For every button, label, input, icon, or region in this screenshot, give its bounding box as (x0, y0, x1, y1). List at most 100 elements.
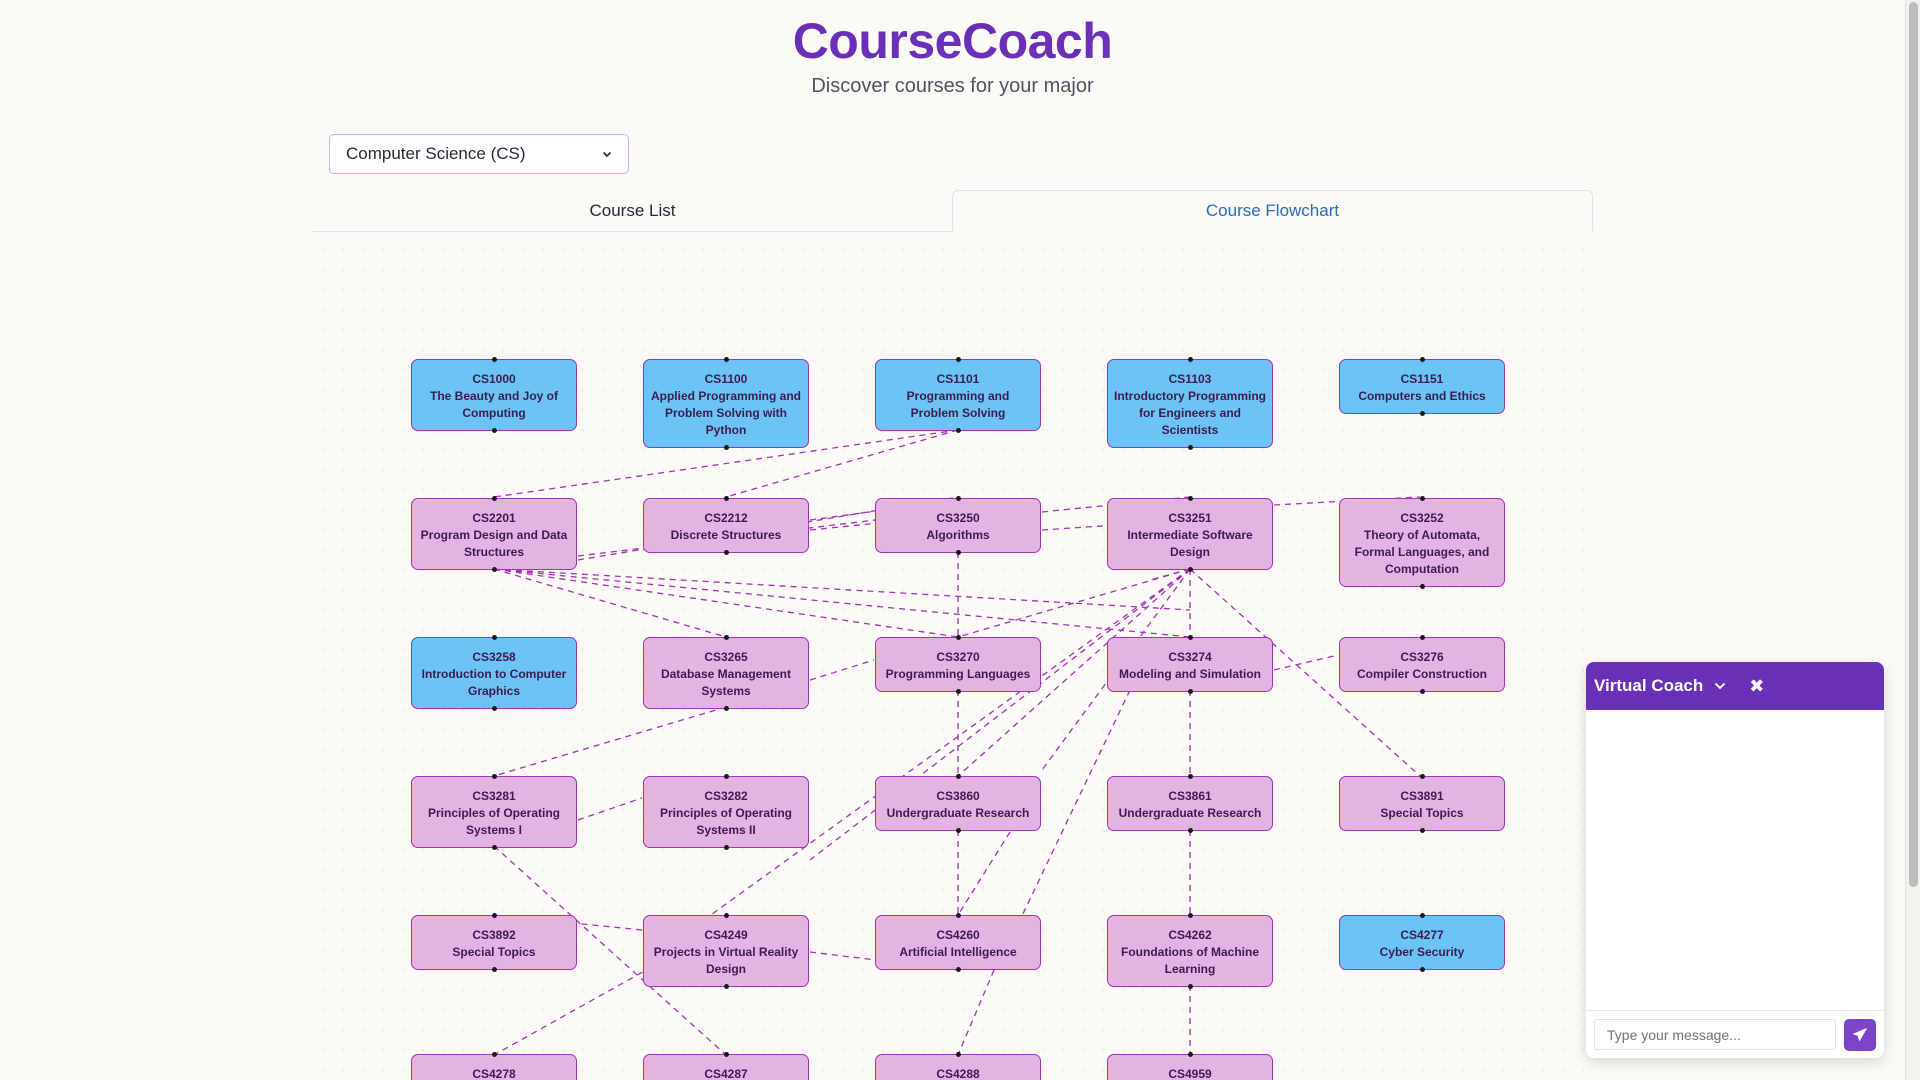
course-node-cs4287[interactable]: CS4287 (643, 1052, 809, 1080)
course-node-cs4262[interactable]: CS4262 Foundations of Machine Learning (1107, 913, 1273, 989)
course-title: Undergraduate Research (886, 806, 1030, 820)
node-handle[interactable] (491, 428, 497, 433)
node-handle[interactable] (723, 984, 729, 989)
course-node-cs3860[interactable]: CS3860 Undergraduate Research (875, 774, 1041, 833)
course-node-cs1101[interactable]: CS1101 Programming and Problem Solving (875, 357, 1041, 433)
send-button[interactable] (1844, 1018, 1876, 1051)
node-handle[interactable] (723, 706, 729, 711)
course-node-cs3276[interactable]: CS3276 Compiler Construction (1339, 635, 1505, 694)
node-handle[interactable] (955, 689, 961, 694)
course-node-cs3892[interactable]: CS3892 Special Topics (411, 913, 577, 972)
node-handle[interactable] (955, 828, 961, 833)
course-node-cs4260[interactable]: CS4260 Artificial Intelligence (875, 913, 1041, 972)
close-icon[interactable]: ✖ (1749, 676, 1765, 696)
node-handle[interactable] (955, 635, 961, 640)
node-handle[interactable] (491, 967, 497, 972)
node-handle[interactable] (491, 774, 497, 779)
node-handle[interactable] (1187, 357, 1193, 362)
course-node-cs1000[interactable]: CS1000 The Beauty and Joy of Computing (411, 357, 577, 433)
tab-course-list[interactable]: Course List (589, 200, 676, 220)
course-node-cs2201[interactable]: CS2201 Program Design and Data Structure… (411, 496, 577, 572)
node-handle[interactable] (491, 1052, 497, 1057)
course-node-cs4288[interactable]: CS4288 (875, 1052, 1041, 1080)
course-node-cs4959[interactable]: CS4959 (1107, 1052, 1273, 1080)
course-node-cs3258[interactable]: CS3258 Introduction to Computer Graphics (411, 635, 577, 711)
node-handle[interactable] (1419, 496, 1425, 501)
chevron-down-icon[interactable] (1713, 679, 1727, 693)
course-node-cs3274[interactable]: CS3274 Modeling and Simulation (1107, 635, 1273, 694)
course-title: Discrete Structures (670, 528, 782, 542)
node-handle[interactable] (955, 913, 961, 918)
node-handle[interactable] (723, 550, 729, 555)
node-handle[interactable] (723, 357, 729, 362)
course-node-cs3861[interactable]: CS3861 Undergraduate Research (1107, 774, 1273, 833)
course-node-cs3251[interactable]: CS3251 Intermediate Software Design (1107, 496, 1273, 572)
node-handle[interactable] (491, 496, 497, 501)
node-handle[interactable] (723, 496, 729, 501)
course-node-cs2212[interactable]: CS2212 Discrete Structures (643, 496, 809, 555)
node-handle[interactable] (1187, 635, 1193, 640)
node-handle[interactable] (1419, 689, 1425, 694)
node-handle[interactable] (1419, 774, 1425, 779)
node-handle[interactable] (491, 357, 497, 362)
node-handle[interactable] (1187, 445, 1193, 450)
course-code: CS1151 (1400, 372, 1444, 386)
node-handle[interactable] (491, 635, 497, 640)
node-handle[interactable] (491, 706, 497, 711)
node-handle[interactable] (955, 774, 961, 779)
node-handle[interactable] (955, 428, 961, 433)
node-handle[interactable] (1187, 1052, 1193, 1057)
node-handle[interactable] (1187, 496, 1193, 501)
node-handle[interactable] (491, 567, 497, 572)
node-handle[interactable] (955, 1052, 961, 1057)
course-node-cs3891[interactable]: CS3891 Special Topics (1339, 774, 1505, 833)
course-node-cs1151[interactable]: CS1151 Computers and Ethics (1339, 357, 1505, 416)
course-node-cs1103[interactable]: CS1103 Introductory Programming for Engi… (1107, 357, 1273, 450)
node-handle[interactable] (955, 967, 961, 972)
node-handle[interactable] (955, 550, 961, 555)
node-handle[interactable] (1187, 828, 1193, 833)
page-scrollbar[interactable] (1905, 0, 1920, 1080)
course-title: Algorithms (926, 528, 990, 542)
node-handle[interactable] (1187, 567, 1193, 572)
node-handle[interactable] (1419, 357, 1425, 362)
course-code: CS4288 (936, 1067, 980, 1080)
node-handle[interactable] (1187, 774, 1193, 779)
course-node-cs3282[interactable]: CS3282 Principles of Operating Systems I… (643, 774, 809, 850)
course-node-cs4249[interactable]: CS4249 Projects in Virtual Reality Desig… (643, 913, 809, 989)
node-handle[interactable] (1419, 584, 1425, 589)
course-node-cs3252[interactable]: CS3252 Theory of Automata, Formal Langua… (1339, 496, 1505, 589)
course-node-cs3250[interactable]: CS3250 Algorithms (875, 496, 1041, 555)
node-handle[interactable] (723, 774, 729, 779)
node-handle[interactable] (491, 913, 497, 918)
node-handle[interactable] (723, 635, 729, 640)
node-handle[interactable] (491, 845, 497, 850)
node-handle[interactable] (1187, 913, 1193, 918)
node-handle[interactable] (723, 1052, 729, 1057)
course-node-cs4278[interactable]: CS4278 (411, 1052, 577, 1080)
node-handle[interactable] (723, 445, 729, 450)
node-handle[interactable] (723, 845, 729, 850)
course-node-cs3270[interactable]: CS3270 Programming Languages (875, 635, 1041, 694)
node-handle[interactable] (1419, 967, 1425, 972)
node-handle[interactable] (955, 496, 961, 501)
chat-header: Virtual Coach ✖ (1586, 662, 1884, 710)
chat-message-input[interactable] (1594, 1019, 1836, 1050)
node-handle[interactable] (955, 357, 961, 362)
node-handle[interactable] (1419, 411, 1425, 416)
course-code: CS1101 (936, 372, 980, 386)
major-select[interactable]: Computer Science (CS) (329, 134, 629, 174)
course-node-cs4277[interactable]: CS4277 Cyber Security (1339, 913, 1505, 972)
course-node-cs3281[interactable]: CS3281 Principles of Operating Systems I (411, 774, 577, 850)
course-node-cs3265[interactable]: CS3265 Database Management Systems (643, 635, 809, 711)
course-node-cs1100[interactable]: CS1100 Applied Programming and Problem S… (643, 357, 809, 450)
node-handle[interactable] (1419, 828, 1425, 833)
node-handle[interactable] (1187, 689, 1193, 694)
node-handle[interactable] (1187, 984, 1193, 989)
tab-course-flowchart[interactable]: Course Flowchart (952, 190, 1593, 232)
app-title: CourseCoach (792, 13, 1113, 69)
scrollbar-thumb[interactable] (1909, 2, 1918, 887)
node-handle[interactable] (1419, 913, 1425, 918)
node-handle[interactable] (723, 913, 729, 918)
node-handle[interactable] (1419, 635, 1425, 640)
